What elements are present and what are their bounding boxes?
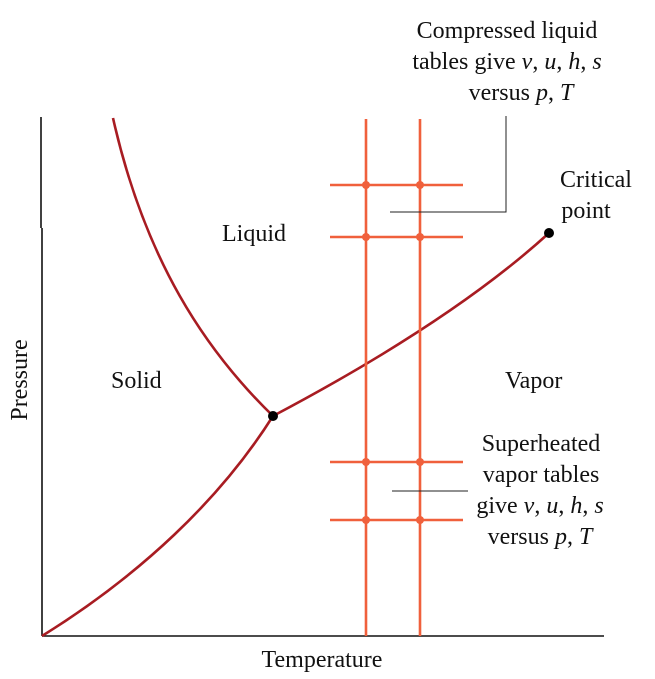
var-s: s [592, 49, 601, 75]
vapor-label: Vapor [505, 368, 562, 394]
table-point [416, 516, 424, 524]
superheated-line3-prefix: give [476, 493, 523, 519]
var-v: v [524, 493, 535, 519]
compressed-line3: versus p, T [469, 80, 575, 106]
axes [40, 117, 604, 637]
critical-point-line2: point [561, 198, 611, 224]
superheated-line2: vapor tables [483, 462, 600, 488]
liquid-label: Liquid [222, 221, 286, 247]
superheated-line3: give v, u, h, s [476, 493, 603, 519]
var-u: u [544, 49, 556, 75]
table-point [362, 516, 370, 524]
critical-point-line1: Critical [560, 167, 632, 193]
compressed-leader-line [390, 116, 507, 213]
var-v: v [522, 49, 533, 75]
var-h: h [570, 493, 582, 519]
critical-point-label: Critical point [560, 167, 638, 224]
superheated-line4-prefix: versus [488, 524, 555, 550]
table-point [362, 233, 370, 241]
compressed-note: Compressed liquid [417, 18, 598, 44]
critical-point-marker [544, 228, 554, 238]
table-point [362, 181, 370, 189]
table-point [416, 458, 424, 466]
table-point [362, 458, 370, 466]
y-axis-label: Pressure [7, 339, 33, 420]
compressed-line2-prefix: tables give [412, 49, 521, 75]
fusion-curve [111, 117, 274, 417]
superheated-line1: Superheated [482, 431, 601, 457]
x-axis-label: Temperature [262, 647, 383, 673]
sublimation-curve [41, 415, 275, 638]
var-p: p [534, 80, 548, 106]
table-point [416, 181, 424, 189]
var-T: T [560, 80, 575, 106]
var-T: T [579, 524, 594, 550]
compressed-line3-prefix: versus [469, 80, 536, 106]
vaporization-curve [272, 232, 550, 418]
table-point [416, 233, 424, 241]
compressed-line2: tables give v, u, h, s [412, 49, 601, 75]
table-points [362, 181, 424, 524]
superheated-line4: versus p, T [488, 524, 594, 550]
var-p: p [553, 524, 567, 550]
compressed-line1: Compressed liquid [417, 18, 598, 44]
phase-curves [41, 117, 550, 638]
solid-label: Solid [111, 368, 162, 394]
table-grid [330, 119, 463, 636]
var-u: u [546, 493, 558, 519]
var-s: s [594, 493, 603, 519]
triple-point [268, 411, 278, 421]
var-h: h [568, 49, 580, 75]
